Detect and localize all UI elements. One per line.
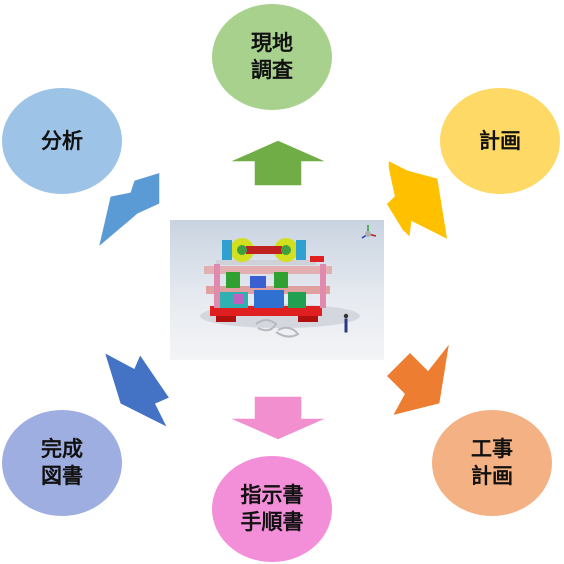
machine-render-image (170, 220, 384, 360)
arrow-to-work-plan (384, 339, 452, 418)
node-field-survey: 現地 調査 (212, 4, 332, 110)
node-work-plan: 工事 計画 (432, 410, 552, 516)
node-instruction-manual: 指示書 手順書 (212, 456, 332, 562)
arrow-to-analysis (96, 170, 161, 251)
arrow-to-docs (102, 350, 172, 430)
arrow-to-manual (227, 395, 329, 441)
arrow-to-plan (385, 158, 449, 242)
axis-triad-icon (361, 225, 377, 239)
arrow-to-survey (227, 139, 329, 187)
node-analysis: 分析 (2, 88, 122, 194)
node-completion-documents: 完成 図書 (2, 410, 122, 516)
person-figure-icon (343, 313, 349, 333)
node-plan: 計画 (440, 88, 560, 194)
